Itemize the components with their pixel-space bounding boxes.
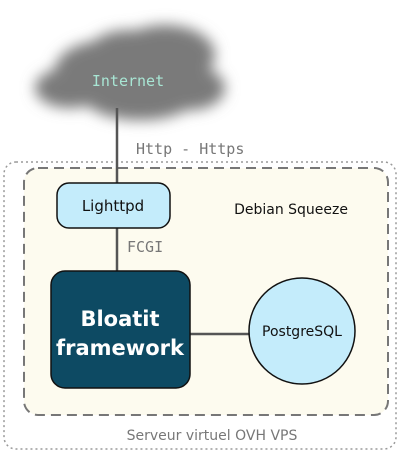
database-label: PostgreSQL (262, 324, 342, 340)
os-label: Debian Squeeze (234, 202, 348, 218)
cloud-icon (35, 25, 225, 120)
http-link-label: Http - Https (136, 140, 244, 158)
database-node (248, 277, 356, 385)
lighttpd-node (56, 182, 171, 229)
framework-label-line1: Bloatit (80, 307, 159, 331)
cloud-label: Internet (92, 72, 164, 90)
fcgi-link-label: FCGI (127, 238, 163, 256)
lighttpd-label: Lighttpd (82, 197, 144, 215)
framework-label-line2: framework (56, 336, 185, 360)
vps-label: Serveur virtuel OVH VPS (127, 428, 298, 444)
framework-node (50, 270, 191, 389)
